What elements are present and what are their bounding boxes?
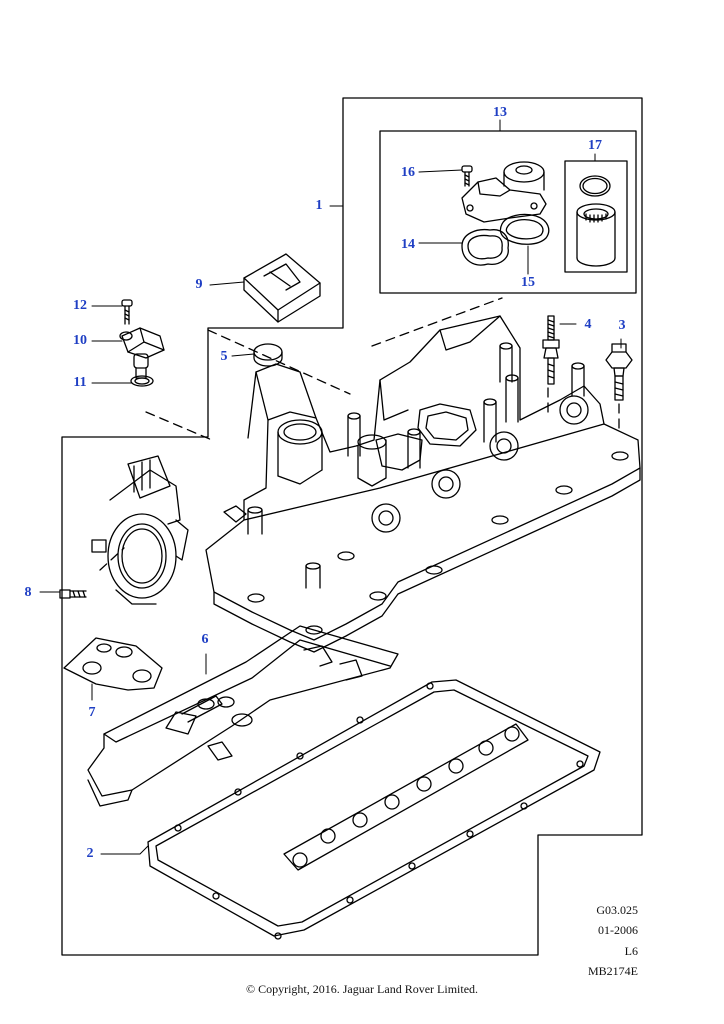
part-1-cam-cover: [205, 315, 641, 653]
illustration-id: MB2174E: [587, 964, 638, 978]
callout-3[interactable]: 3: [618, 318, 626, 333]
part-14-gasket: [461, 228, 509, 266]
callout-15[interactable]: 15: [521, 275, 535, 290]
callout-16[interactable]: 16: [401, 165, 415, 180]
callout-11[interactable]: 11: [73, 375, 87, 390]
part-7-gasket-plate: [63, 637, 163, 691]
part-16-screw: [461, 165, 473, 187]
assembly-group-outline: [61, 97, 643, 956]
part-15-gasket: [499, 213, 550, 245]
callout-14[interactable]: 14: [401, 237, 415, 252]
group-code: G03.025: [596, 903, 638, 917]
callout-13[interactable]: 13: [493, 105, 507, 120]
callout-10[interactable]: 10: [73, 333, 87, 348]
callout-7[interactable]: 7: [88, 705, 96, 720]
part-13-breather-housing: [461, 161, 547, 223]
subassembly-box-13: [379, 130, 637, 294]
callout-6[interactable]: 6: [201, 632, 209, 647]
callout-5[interactable]: 5: [220, 349, 228, 364]
dashed-leader-lines: [99, 297, 620, 571]
part-3-bolt: [605, 343, 633, 401]
part-4-stud: [542, 315, 560, 385]
callout-4[interactable]: 4: [584, 317, 592, 332]
flange-bolt-holes: [247, 451, 629, 635]
bearing-bosses: [371, 395, 589, 533]
issue-date: 01-2006: [598, 923, 638, 937]
part-11-seal: [130, 375, 154, 387]
part-2-cover-gasket: [147, 679, 601, 940]
callout-leader-lines: [39, 119, 622, 855]
part-12-screw: [121, 299, 133, 325]
callout-17[interactable]: 17: [588, 138, 602, 153]
part-10-sensor: [119, 327, 165, 379]
part-5-plug: [253, 343, 283, 367]
part-17-oring-sleeve: [576, 175, 616, 267]
callout-8[interactable]: 8: [24, 585, 32, 600]
callout-2[interactable]: 2: [86, 846, 94, 861]
part-9-cap: [243, 253, 321, 323]
part-6-baffle-plate: [87, 625, 399, 807]
copyright-notice: © Copyright, 2016. Jaguar Land Rover Lim…: [245, 982, 479, 996]
callout-1[interactable]: 1: [315, 198, 323, 213]
subassembly-box-17: [564, 160, 628, 273]
injector-tubes: [347, 342, 585, 469]
callout-12[interactable]: 12: [73, 298, 87, 313]
engine-code: L6: [624, 944, 638, 958]
callout-9[interactable]: 9: [195, 277, 203, 292]
part-8-throttle-body: [59, 455, 189, 605]
